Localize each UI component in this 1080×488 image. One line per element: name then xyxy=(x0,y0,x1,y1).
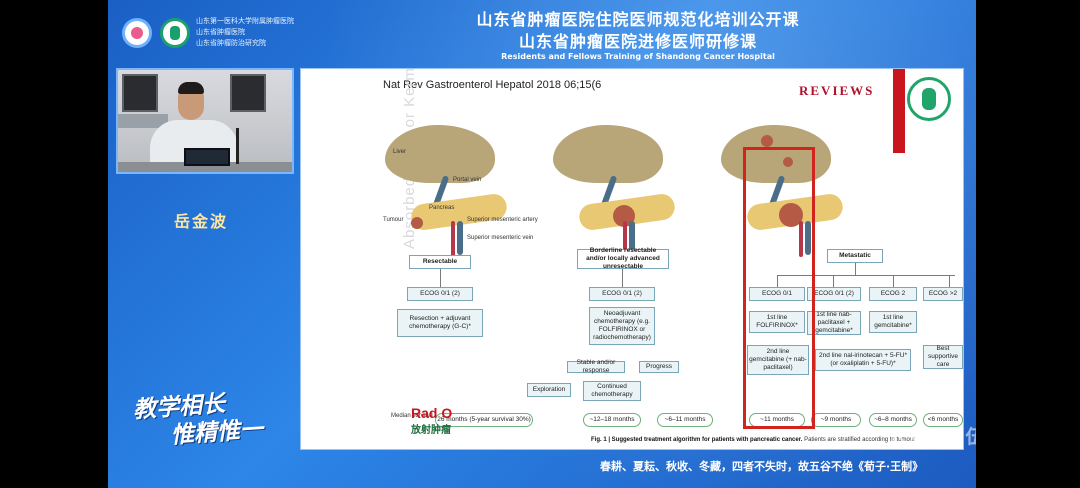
neoadjuvant-chemo: Neoadjuvant chemotherapy (e.g. FOLFIRINO… xyxy=(589,307,655,345)
survival-stable: ~12–18 months xyxy=(583,413,641,427)
institution-line: 山东省肿瘤防治研究院 xyxy=(196,38,294,49)
survival-nab: ~9 months xyxy=(811,413,861,427)
ecog-borderline: ECOG 0/1 (2) xyxy=(589,287,655,301)
university-logo xyxy=(122,18,152,48)
microphone xyxy=(236,128,239,164)
ecog-metastatic-3: ECOG 2 xyxy=(869,287,917,301)
course-subtitle: Residents and Fellows Training of Shando… xyxy=(438,52,838,61)
category-borderline: Borderline resectable and/or locally adv… xyxy=(577,249,669,269)
ecog-metastatic-2: ECOG 0/1 (2) xyxy=(807,287,861,301)
speaker-video xyxy=(116,68,294,174)
best-supportive-care: Best supportive care xyxy=(923,345,963,369)
institution-line: 山东省肿瘤医院 xyxy=(196,27,294,38)
connector xyxy=(440,269,441,287)
smv xyxy=(457,221,463,255)
connector xyxy=(855,263,856,275)
survival-progress: ~6–11 months xyxy=(657,413,713,427)
progress: Progress xyxy=(639,361,679,373)
first-line-gem: 1st line gemcitabine* xyxy=(869,311,917,333)
slogan-line2: 惟精惟一 xyxy=(170,416,264,450)
ecog-metastatic-4: ECOG >2 xyxy=(923,287,963,301)
highlight-box xyxy=(743,147,815,429)
speaker-hair xyxy=(178,82,204,94)
category-resectable: Resectable xyxy=(409,255,471,269)
connector xyxy=(833,275,834,287)
sma xyxy=(451,221,455,257)
connector xyxy=(622,269,623,287)
liver-illustration xyxy=(553,125,663,183)
red-accent-bar xyxy=(893,69,905,153)
presentation-slide: Nat Rev Gastroenterol Hepatol 2018 06;15… xyxy=(300,68,964,450)
wechat-watermark: 公众号 · 伍艳玲 xyxy=(888,422,976,449)
label-tumour: Tumour xyxy=(383,217,403,223)
category-metastatic: Metastatic xyxy=(827,249,883,263)
first-line-nab: 1st line nab-paclitaxel + gemcitabine* xyxy=(807,311,861,335)
stable-response: Stable and/or response xyxy=(567,361,625,373)
course-title-line1: 山东省肿瘤医院住院医师规范化培训公开课 xyxy=(438,6,838,30)
laptop xyxy=(184,148,230,166)
reviews-label: REVIEWS xyxy=(799,83,874,99)
institution-line: 山东第一医科大学附属肿瘤医院 xyxy=(196,16,294,27)
background-window xyxy=(230,74,266,112)
label-pancreas: Pancreas xyxy=(429,205,454,211)
connector xyxy=(893,275,894,287)
speaker-name: 岳金波 xyxy=(174,208,228,232)
rad-onc-logo: Rad O 放射肿瘤 xyxy=(411,405,479,441)
tumour xyxy=(411,217,423,229)
ecog-resectable: ECOG 0/1 (2) xyxy=(407,287,473,301)
figure-caption: Fig. 1 | Suggested treatment algorithm f… xyxy=(591,437,915,443)
label-smv: Superior mesenteric vein xyxy=(467,235,541,242)
background-window xyxy=(122,74,158,112)
institution-names: 山东第一医科大学附属肿瘤医院 山东省肿瘤医院 山东省肿瘤防治研究院 xyxy=(196,16,294,49)
course-title-line2: 山东省肿瘤医院进修医师研修课 xyxy=(438,28,838,52)
label-portal-vein: Portal vein xyxy=(453,177,481,183)
resection-adjuvant: Resection + adjuvant chemotherapy (G-C)* xyxy=(397,309,483,337)
hospital-logo xyxy=(160,18,190,48)
slide-hospital-logo xyxy=(907,77,951,121)
label-sma: Superior mesenteric artery xyxy=(467,217,541,224)
second-line-nal: 2nd line nal-irinotecan + 5-FU* (or oxal… xyxy=(815,349,911,371)
continued-chemo: Continued chemotherapy xyxy=(583,381,641,401)
rad-onc-logo-cn: 放射肿瘤 xyxy=(411,421,479,436)
caption-title: Fig. 1 | Suggested treatment algorithm f… xyxy=(591,437,802,443)
label-liver: Liver xyxy=(393,149,406,155)
exploration: Exploration xyxy=(527,383,571,397)
slogan: 教学相长 惟精惟一 xyxy=(132,388,264,453)
connector xyxy=(949,275,950,287)
liver-metastasis xyxy=(761,135,773,147)
broadcast-frame: 山东第一医科大学附属肿瘤医院 山东省肿瘤医院 山东省肿瘤防治研究院 山东省肿瘤医… xyxy=(108,0,976,488)
footer-quote: 春耕、夏耘、秋收、冬藏，四者不失时，故五谷不绝《荀子·王制》 xyxy=(600,458,923,474)
rad-onc-logo-text: Rad O xyxy=(411,405,479,421)
